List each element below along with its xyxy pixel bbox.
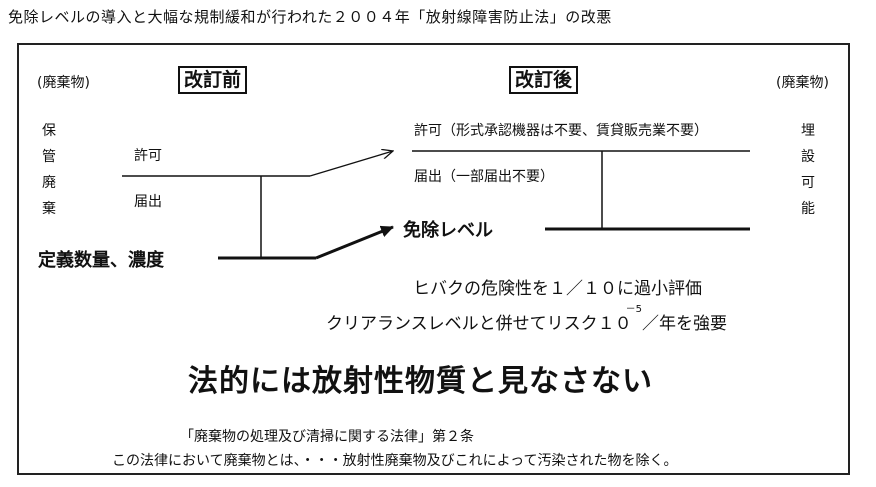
- before-threshold-label: 定義数量、濃度: [38, 250, 164, 271]
- before-permit-label: 許可: [134, 148, 162, 164]
- after-notify-label: 届出（一部届出不要）: [414, 169, 554, 185]
- before-waste-label: (廃棄物): [37, 75, 90, 91]
- after-heading: 改訂後: [509, 66, 579, 94]
- main-statement: 法的には放射性物質と見なさない: [188, 364, 653, 399]
- law-title: 「廃棄物の処理及び清掃に関する法律」第２条: [180, 429, 474, 445]
- after-vertical-text: 埋設可能: [801, 123, 815, 217]
- clearance-exponent: －5: [625, 304, 643, 316]
- clearance-note-pre: クリアランスレベルと併せてリスク１０: [326, 314, 632, 334]
- exemption-level-label: 免除レベル: [403, 220, 493, 241]
- clearance-note-post: ／年を強要: [642, 314, 728, 334]
- clearance-note: クリアランスレベルと併せてリスク１０－5／年を強要: [326, 304, 728, 334]
- thin-arrow: [309, 151, 393, 177]
- before-heading: 改訂前: [178, 66, 248, 94]
- diagram-frame: [17, 43, 850, 475]
- after-waste-label: (廃棄物): [776, 75, 829, 91]
- page-title: 免除レベルの導入と大幅な規制緩和が行われた２００４年「放射線障害防止法」の改悪: [8, 8, 612, 26]
- bold-arrow: [315, 225, 394, 260]
- before-notify-label: 届出: [134, 194, 162, 210]
- hibaku-note: ヒバクの危険性を１／１０に過小評価: [413, 279, 702, 299]
- before-vertical-text: 保管廃棄: [42, 123, 56, 217]
- law-text: この法律において廃棄物とは、・・・放射性廃棄物及びこれによって汚染された物を除く…: [112, 453, 678, 469]
- after-permit-label: 許可（形式承認機器は不要、賃貸販売業不要）: [414, 123, 708, 139]
